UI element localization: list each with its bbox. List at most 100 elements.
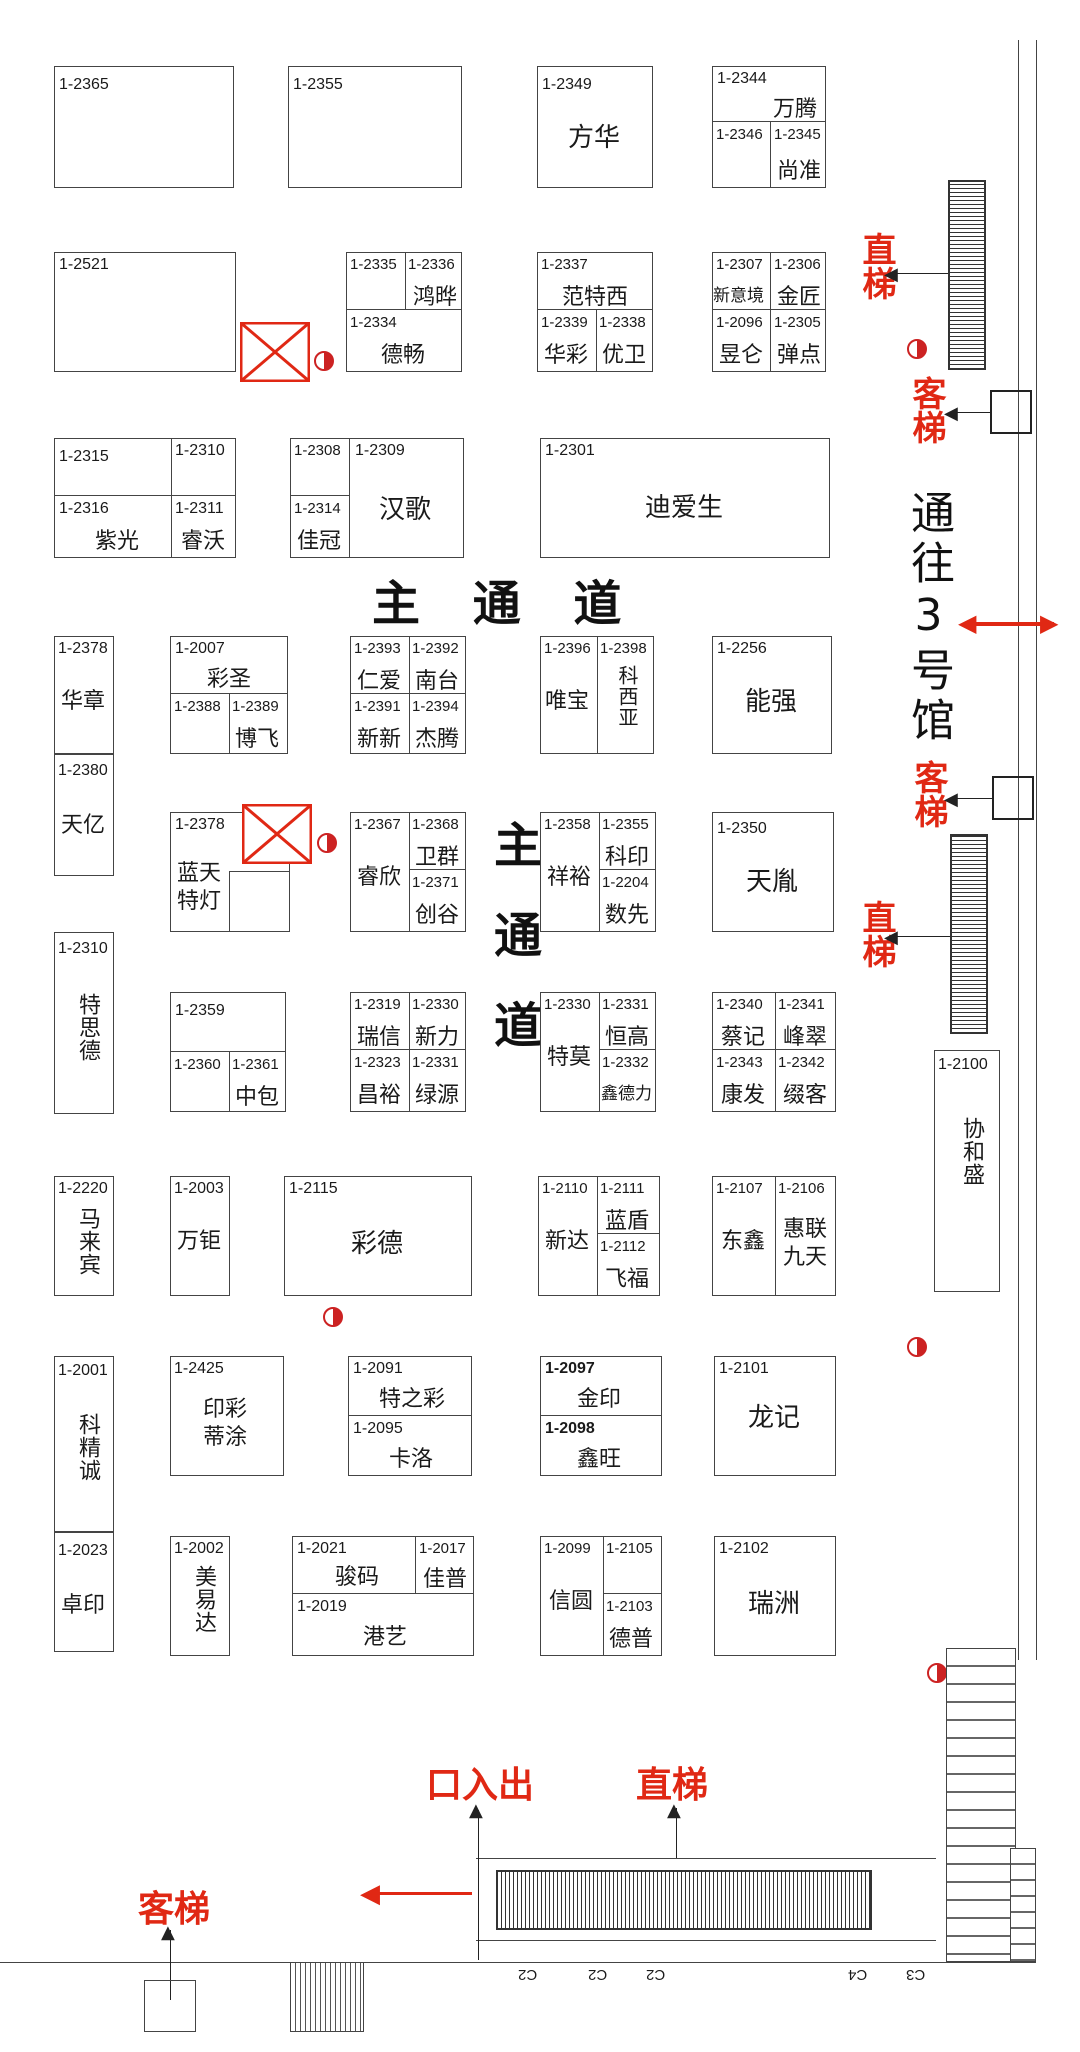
divider	[351, 693, 465, 694]
booth-number: 1-2256	[717, 640, 767, 657]
exhibitor-name: 鸿晔	[413, 285, 458, 310]
escalator-frame	[476, 1940, 936, 1941]
booth-1-2115[interactable]: 1-2115 彩德	[284, 1176, 472, 1296]
exhibitor-name: 科精诚	[75, 1413, 100, 1482]
booth-block-2344: 1-2344 万腾 1-2346 1-2345 尚准	[712, 66, 826, 188]
divider	[596, 309, 597, 371]
booth-number: 1-2359	[175, 1002, 225, 1019]
divider	[538, 309, 652, 310]
booth-block-2340: 1-2340 1-2341 蔡记 峰翠 1-2343 1-2342 康发 缀客	[712, 992, 836, 1112]
divider	[599, 1049, 655, 1050]
exhibitor-name: 祥裕	[547, 865, 592, 890]
booth-number: 1-2349	[542, 76, 592, 93]
exhibitor-name: 美易达	[191, 1565, 216, 1634]
lift-arrow	[952, 412, 990, 413]
booth-number: 1-2204	[602, 874, 649, 891]
booth-1-2301[interactable]: 1-2301 迪爱生	[540, 438, 830, 558]
exhibitor-name: 协和盛	[959, 1117, 984, 1186]
exhibitor-name: 科西亚	[615, 665, 639, 728]
fire-extinguisher-icon	[317, 833, 337, 853]
restricted-area-icon	[242, 804, 312, 864]
divider	[349, 1415, 471, 1416]
booth-block-2367: 1-2367 1-2368 睿欣 卫群 1-2371 创谷	[350, 812, 466, 932]
booth-number: 1-2319	[354, 996, 401, 1013]
booth-1-2521[interactable]: 1-2521	[54, 252, 236, 372]
booth-number: 1-2342	[778, 1054, 825, 1071]
booth-number: 1-2023	[58, 1542, 108, 1559]
exhibitor-name: 卓印	[61, 1593, 106, 1618]
booth-1-2001[interactable]: 1-2001 科精诚	[54, 1356, 114, 1532]
booth-1-2378-hua[interactable]: 1-2378 华章	[54, 636, 114, 754]
divider	[599, 869, 655, 870]
booth-block-2099: 1-2099 1-2105 信圆 1-2103 德普	[540, 1536, 662, 1656]
divider	[405, 253, 406, 309]
exhibitor-name: 仁爱	[357, 669, 402, 694]
booth-1-2350[interactable]: 1-2350 天胤	[712, 812, 834, 932]
booth-number: 1-2398	[600, 640, 647, 657]
exhibitor-name: 昱仑	[719, 343, 764, 368]
booth-number: 1-2307	[716, 256, 763, 273]
exit-direction-arrow	[372, 1892, 472, 1895]
divider	[409, 637, 410, 753]
booth-1-2003[interactable]: 1-2003 万钜	[170, 1176, 230, 1296]
booth-1-2425[interactable]: 1-2425 印彩 蒂涂	[170, 1356, 284, 1476]
booth-number: 1-2310	[175, 442, 225, 459]
booth-number: 1-2115	[289, 1180, 338, 1197]
exhibitor-name: 迪爱生	[644, 493, 723, 523]
booth-number: 1-2316	[59, 500, 109, 517]
booth-number: 1-2019	[297, 1598, 347, 1615]
exit-label: 口入出	[426, 1765, 535, 1806]
divider	[597, 1177, 598, 1295]
elevator-label: 直梯	[856, 900, 896, 968]
booth-block-2337: 1-2337 范特西 1-2339 1-2338 华彩 优卫	[537, 252, 653, 372]
divider	[599, 993, 600, 1111]
elevator-arrow	[890, 936, 950, 937]
divider	[293, 1593, 473, 1594]
exit-arrow	[478, 1810, 479, 1960]
booth-number: 1-2101	[719, 1360, 769, 1377]
exhibitor-name: 天胤	[745, 867, 798, 897]
arrow-up-icon: ▲	[667, 1800, 681, 1821]
booth-number: 1-2345	[774, 126, 821, 143]
exhibitor-name: 新达	[545, 1229, 590, 1254]
exhibitor-name: 特之彩	[379, 1387, 446, 1412]
floor-code: C3	[906, 1966, 926, 1983]
booth-1-2101[interactable]: 1-2101 龙记	[714, 1356, 836, 1476]
exhibitor-name: 优卫	[602, 343, 647, 368]
booth-1-2256[interactable]: 1-2256 能强	[712, 636, 832, 754]
booth-number: 1-2111	[600, 1180, 645, 1197]
booth-number: 1-2305	[774, 314, 821, 331]
divider	[770, 121, 771, 187]
fire-extinguisher-icon	[323, 1307, 343, 1327]
booth-number: 1-2091	[353, 1360, 403, 1377]
exhibitor-name: 博飞	[235, 727, 280, 752]
exhibitor-name: 金匠	[777, 285, 822, 310]
booth-1-2310-tsd[interactable]: 1-2310 特思德	[54, 932, 114, 1114]
exhibitor-name: 恒高	[605, 1025, 650, 1050]
booth-1-2220[interactable]: 1-2220 马来宾	[54, 1176, 114, 1296]
exhibitor-name: 新新	[357, 727, 402, 752]
booth-number: 1-2301	[545, 442, 595, 459]
fire-extinguisher-icon	[907, 339, 927, 359]
booth-1-2365[interactable]: 1-2365	[54, 66, 234, 188]
exhibitor-name: 佳冠	[297, 529, 342, 554]
booth-1-2023[interactable]: 1-2023 卓印	[54, 1532, 114, 1652]
hall-wall-right-inner	[1018, 40, 1019, 1660]
booth-1-2100[interactable]: 1-2100 协和盛	[934, 1050, 1000, 1292]
booth-number: 1-2341	[778, 996, 825, 1013]
booth-1-2349[interactable]: 1-2349 方华	[537, 66, 653, 188]
divider	[775, 1177, 776, 1295]
exhibitor-name: 鑫德力	[601, 1084, 652, 1104]
booth-number: 1-2314	[294, 500, 341, 517]
booth-1-2355[interactable]: 1-2355	[288, 66, 462, 188]
divider	[409, 993, 410, 1111]
divider	[713, 1049, 835, 1050]
bidirectional-arrow-icon	[966, 622, 1054, 626]
exhibitor-name: 尚准	[777, 159, 822, 184]
booth-number: 1-2335	[350, 256, 397, 273]
booth-1-2102[interactable]: 1-2102 瑞洲	[714, 1536, 836, 1656]
divider	[409, 869, 465, 870]
booth-1-2380[interactable]: 1-2380 天亿	[54, 754, 114, 876]
booth-1-2002[interactable]: 1-2002 美易达	[170, 1536, 230, 1656]
exhibitor-name: 金印	[577, 1387, 622, 1412]
